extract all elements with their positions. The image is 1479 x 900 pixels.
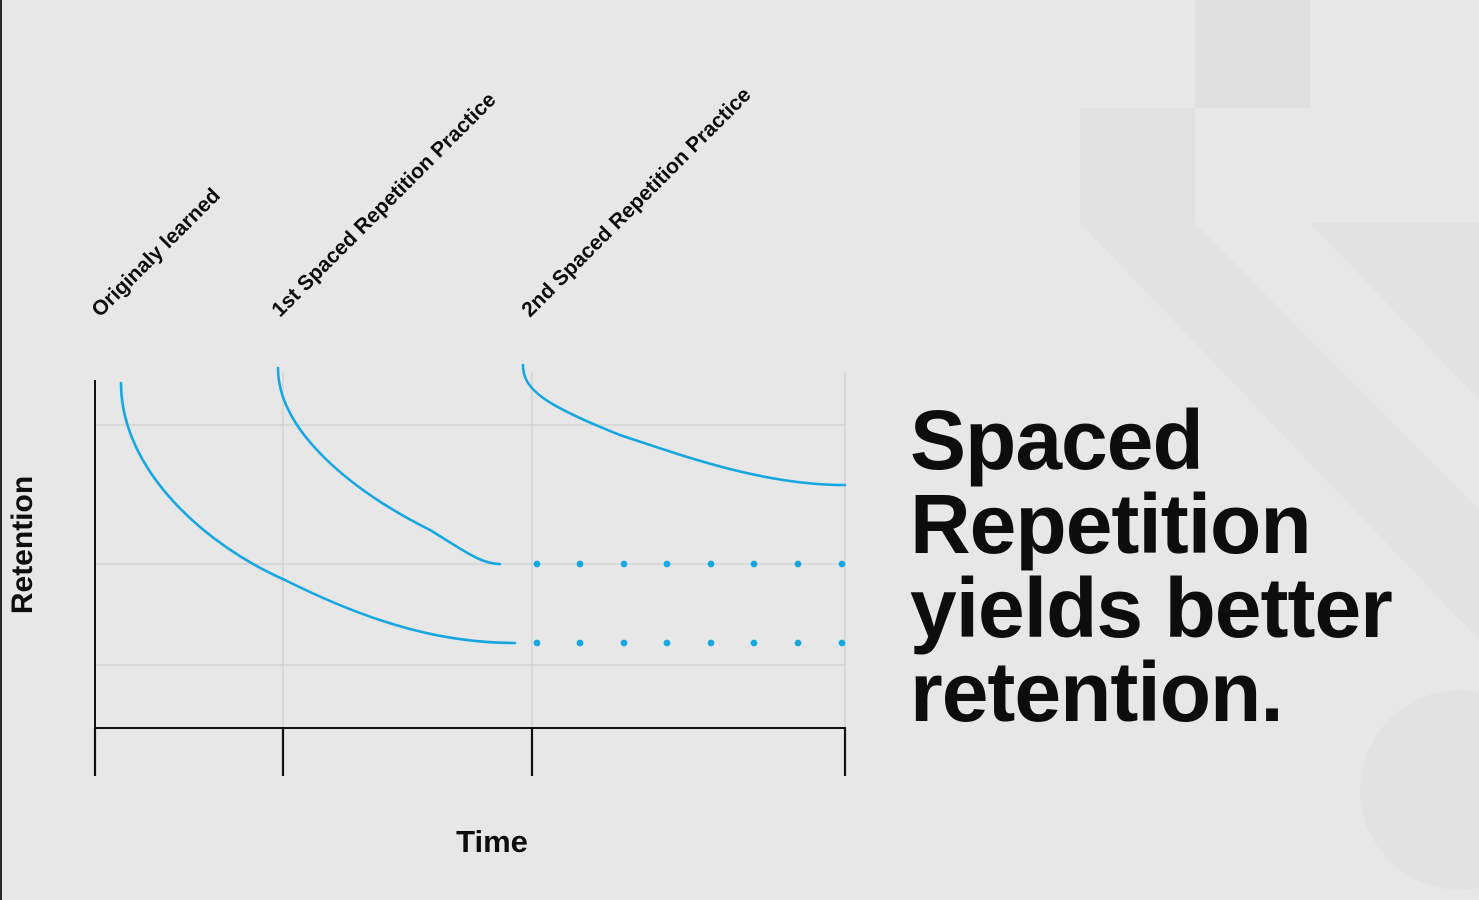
decor-diagonal-band (1080, 223, 1479, 640)
headline-line: yields better (910, 561, 1393, 655)
retention-level-dot (533, 639, 541, 647)
retention-level-dot (620, 560, 628, 568)
retention-level-dot (620, 639, 628, 647)
headline-line: retention. (910, 645, 1284, 739)
decor-block-left (1080, 108, 1195, 223)
retention-level-dot (750, 560, 758, 568)
y-axis-label: Retention (6, 476, 39, 614)
decor-diagonal-band-2 (1310, 223, 1479, 400)
retention-level-dot (663, 639, 671, 647)
forgetting-curve (521, 363, 847, 487)
retention-diagram: Originaly learned 1st Spaced Repetition P… (6, 83, 847, 859)
forgetting-curve (119, 381, 517, 645)
decor-circle (1360, 690, 1479, 890)
retention-level-dot (576, 560, 584, 568)
forgetting-curve (276, 366, 502, 566)
event-label: 1st Spaced Repetition Practice (267, 88, 500, 321)
retention-level-dot (750, 639, 758, 647)
retention-level-dot (838, 639, 846, 647)
headline-line: Spaced (910, 393, 1204, 487)
retention-level-dot (533, 560, 541, 568)
headline: Spaced Repetition yields better retentio… (910, 398, 1470, 734)
retention-level-dot (794, 560, 802, 568)
event-label: Originaly learned (87, 184, 225, 322)
decor-block-top (1195, 0, 1310, 108)
retention-level-dot (576, 639, 584, 647)
headline-line: Repetition (910, 477, 1312, 571)
retention-level-dot (707, 639, 715, 647)
frame-edge (0, 0, 2, 900)
event-label: 2nd Spaced Repetition Practice (517, 83, 755, 321)
retention-level-dot (794, 639, 802, 647)
x-axis-label: Time (456, 824, 528, 859)
retention-level-dot (707, 560, 715, 568)
retention-level-dot (838, 560, 846, 568)
retention-level-dot (663, 560, 671, 568)
